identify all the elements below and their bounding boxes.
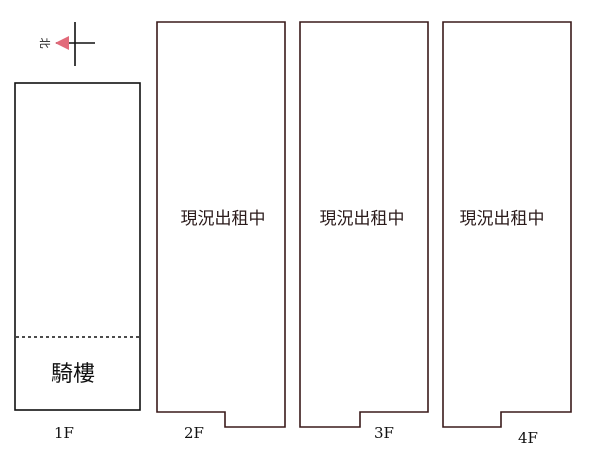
floor-2f-outline bbox=[156, 21, 286, 428]
floor-3f: 現況出租中 3F bbox=[299, 21, 429, 442]
floor-2f: 現況出租中 2F bbox=[156, 21, 286, 442]
north-arrow-icon bbox=[55, 36, 69, 50]
floor-3f-outline bbox=[299, 21, 429, 428]
floor-4f-label: 4F bbox=[518, 429, 538, 447]
floor-4f-status: 現況出租中 bbox=[460, 209, 545, 229]
floor-1f: 騎樓 1F bbox=[14, 82, 141, 442]
north-compass: 北 bbox=[38, 22, 95, 66]
floor-2f-label: 2F bbox=[184, 424, 204, 442]
floor-4f-outline bbox=[442, 21, 572, 428]
floor-2f-status: 現況出租中 bbox=[181, 209, 266, 229]
floor-3f-status: 現況出租中 bbox=[320, 209, 405, 229]
arcade-label: 騎樓 bbox=[51, 362, 95, 387]
compass-north-label: 北 bbox=[38, 38, 51, 49]
floor-1f-outline bbox=[14, 82, 141, 411]
floor-1f-label: 1F bbox=[54, 424, 74, 442]
floor-4f: 現況出租中 4F bbox=[442, 21, 572, 447]
floor-3f-label: 3F bbox=[374, 424, 394, 442]
